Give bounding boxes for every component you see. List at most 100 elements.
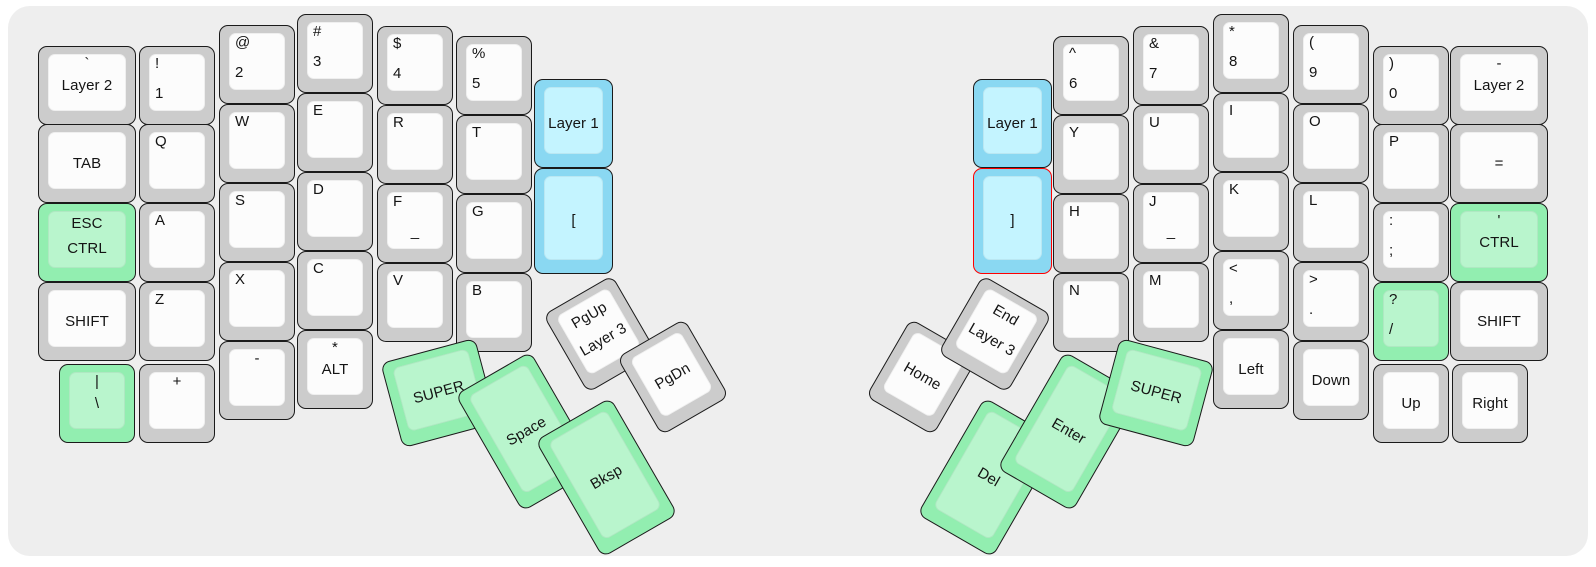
key-0-rparen[interactable]: )0 — [1373, 46, 1449, 125]
key-6-caret[interactable]: ^6 — [1053, 36, 1129, 115]
keycap-surface — [48, 290, 126, 347]
keycap-surface — [229, 112, 285, 169]
key-pipe-backslash[interactable]: |\ — [59, 364, 135, 443]
keycap-surface — [387, 192, 443, 249]
key-7-ampersand[interactable]: &7 — [1133, 26, 1209, 105]
keycap-surface — [307, 22, 363, 79]
key-semicolon[interactable]: :; — [1373, 203, 1449, 282]
keycap-surface — [1143, 34, 1199, 91]
keycap-surface — [1460, 290, 1538, 347]
key-l[interactable]: L — [1293, 183, 1369, 262]
key-g[interactable]: G — [456, 194, 532, 273]
key-v[interactable]: V — [377, 263, 453, 342]
keycap-surface — [1063, 202, 1119, 259]
keycap-surface — [229, 33, 285, 90]
keycap-surface — [48, 211, 126, 268]
key-c[interactable]: C — [297, 251, 373, 330]
keycap-surface — [1223, 180, 1279, 237]
keycap-surface — [229, 349, 285, 406]
keycap-surface — [1063, 44, 1119, 101]
key-w[interactable]: W — [219, 104, 295, 183]
key-h[interactable]: H — [1053, 194, 1129, 273]
keycap-surface — [229, 191, 285, 248]
key-layer1-right[interactable]: Layer 1 — [973, 79, 1052, 168]
keycap-surface — [1383, 372, 1439, 429]
key-tab[interactable]: TAB — [38, 124, 136, 203]
key-layer2-grave[interactable]: `Layer 2 — [38, 46, 136, 125]
key-r[interactable]: R — [377, 105, 453, 184]
keycap-surface — [149, 211, 205, 268]
key-shift-right[interactable]: SHIFT — [1450, 282, 1548, 361]
keycap-surface — [229, 270, 285, 327]
keycap-surface — [387, 113, 443, 170]
key-f-homing[interactable]: F_ — [377, 184, 453, 263]
keycap-surface — [1460, 211, 1538, 268]
key-d[interactable]: D — [297, 172, 373, 251]
keycap-surface — [1063, 123, 1119, 180]
key-u[interactable]: U — [1133, 105, 1209, 184]
keycap-surface — [1303, 270, 1359, 327]
key-3-hash[interactable]: #3 — [297, 14, 373, 93]
key-j-homing[interactable]: J_ — [1133, 184, 1209, 263]
keycap-surface — [1223, 22, 1279, 79]
keycap-surface — [149, 54, 205, 111]
keycap-surface — [466, 123, 522, 180]
key-slash-question[interactable]: ?/ — [1373, 282, 1449, 361]
keycap-surface — [307, 101, 363, 158]
key-minus-left[interactable]: - — [219, 341, 295, 420]
keycap-surface — [1143, 192, 1199, 249]
key-8-asterisk[interactable]: *8 — [1213, 14, 1289, 93]
keycap-surface — [1383, 211, 1439, 268]
key-k[interactable]: K — [1213, 172, 1289, 251]
keycap-surface — [1063, 281, 1119, 338]
key-y[interactable]: Y — [1053, 115, 1129, 194]
key-down-arrow[interactable]: Down — [1293, 341, 1369, 420]
key-n[interactable]: N — [1053, 273, 1129, 352]
key-up-arrow[interactable]: Up — [1373, 364, 1449, 443]
keycap-surface — [1223, 338, 1279, 395]
keycap-surface — [48, 132, 126, 189]
keycap-surface — [307, 180, 363, 237]
key-x[interactable]: X — [219, 262, 295, 341]
key-bracket-left[interactable]: [ — [534, 168, 613, 274]
key-layer2-minus[interactable]: -Layer 2 — [1450, 46, 1548, 125]
keycap-surface — [1223, 101, 1279, 158]
key-q[interactable]: Q — [139, 124, 215, 203]
key-9-lparen[interactable]: (9 — [1293, 25, 1369, 104]
key-i[interactable]: I — [1213, 93, 1289, 172]
key-ctrl-quote[interactable]: 'CTRL — [1450, 203, 1548, 282]
keycap-surface — [387, 271, 443, 328]
key-e[interactable]: E — [297, 93, 373, 172]
key-m[interactable]: M — [1133, 263, 1209, 342]
keycap-surface — [1143, 113, 1199, 170]
key-s[interactable]: S — [219, 183, 295, 262]
key-alt[interactable]: *ALT — [297, 330, 373, 409]
key-t[interactable]: T — [456, 115, 532, 194]
keycap-surface — [466, 202, 522, 259]
key-2-at[interactable]: @2 — [219, 25, 295, 104]
key-p[interactable]: P — [1373, 124, 1449, 203]
keycap-surface — [1303, 112, 1359, 169]
key-o[interactable]: O — [1293, 104, 1369, 183]
key-period[interactable]: >. — [1293, 262, 1369, 341]
keycap-surface — [466, 44, 522, 101]
key-1-exclaim[interactable]: !1 — [139, 46, 215, 125]
keycap-surface — [1303, 349, 1359, 406]
key-a[interactable]: A — [139, 203, 215, 282]
key-left-arrow[interactable]: Left — [1213, 330, 1289, 409]
key-bracket-right[interactable]: ] — [973, 168, 1052, 274]
key-layer1-left[interactable]: Layer 1 — [534, 79, 613, 168]
keycap-surface — [307, 338, 363, 395]
key-equals[interactable]: = — [1450, 124, 1548, 203]
key-comma[interactable]: <, — [1213, 251, 1289, 330]
key-shift-left[interactable]: SHIFT — [38, 282, 136, 361]
key-right-arrow[interactable]: Right — [1452, 364, 1528, 443]
keycap-surface — [387, 34, 443, 91]
keycap-surface — [466, 281, 522, 338]
key-z[interactable]: Z — [139, 282, 215, 361]
key-4-dollar[interactable]: $4 — [377, 26, 453, 105]
key-plus[interactable]: + — [139, 364, 215, 443]
keycap-surface — [1110, 348, 1203, 433]
key-5-percent[interactable]: %5 — [456, 36, 532, 115]
